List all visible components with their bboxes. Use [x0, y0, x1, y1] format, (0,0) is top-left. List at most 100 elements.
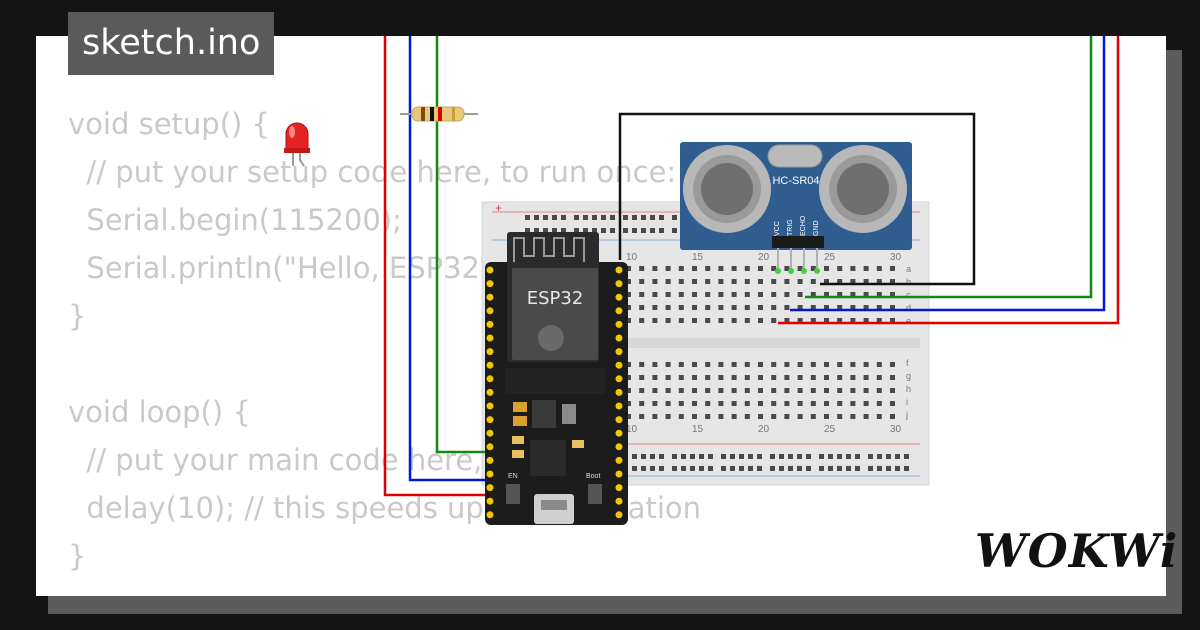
breadboard-hole [652, 292, 658, 297]
breadboard-hole [639, 279, 645, 284]
breadboard-hole [824, 266, 829, 271]
esp32-pin [486, 348, 494, 356]
breadboard-hole [652, 375, 658, 380]
breadboard-hole [758, 375, 763, 380]
sensor-model: HC-SR04 [772, 175, 819, 187]
breadboard-hole [626, 292, 631, 297]
breadboard-hole [731, 279, 737, 284]
breadboard-hole [784, 279, 790, 284]
breadboard-hole [681, 454, 686, 459]
breadboard-hole [705, 414, 711, 419]
breadboard-hole [525, 228, 530, 233]
breadboard-hole [718, 292, 724, 297]
esp32-pin [615, 470, 623, 478]
breadboard-hole [534, 215, 539, 220]
breadboard-hole [665, 401, 671, 406]
breadboard-hole [705, 292, 711, 297]
sensor-pin-label: TRIG [787, 219, 794, 236]
esp32-pin [615, 443, 623, 451]
breadboard-hole [850, 266, 856, 271]
breadboard-hole [574, 215, 579, 220]
breadboard-hole [678, 388, 684, 393]
breadboard-hole [665, 388, 671, 393]
breadboard-hole [758, 414, 763, 419]
breadboard-hole [890, 388, 895, 393]
breadboard-hole [744, 305, 750, 310]
breadboard-hole [652, 318, 658, 323]
breadboard-hole [797, 305, 803, 310]
breadboard-hole [863, 318, 869, 323]
breadboard-hole [690, 454, 695, 459]
breadboard-hole [718, 388, 724, 393]
breadboard-hole [876, 292, 882, 297]
breadboard-hole [639, 318, 645, 323]
green-wire-right [805, 36, 1093, 299]
breadboard-hole [837, 305, 843, 310]
breadboard-hole [552, 228, 557, 233]
breadboard-hole [824, 375, 829, 380]
breadboard-hole [731, 401, 737, 406]
hc-sr04-sensor[interactable]: HC-SR04 VCC TRIG ECHO GND [680, 142, 912, 274]
breadboard-hole [810, 318, 816, 323]
file-tab[interactable]: sketch.ino [68, 12, 275, 75]
esp32-pin [615, 375, 623, 383]
breadboard-hole [824, 279, 829, 284]
esp32-board[interactable]: ESP32 EN Boot [485, 232, 628, 525]
breadboard-hole [863, 266, 869, 271]
breadboard-hole [692, 414, 697, 419]
breadboard-hole [632, 228, 637, 233]
breadboard-hole [824, 292, 829, 297]
column-number: 30 [890, 424, 902, 435]
esp32-pin [486, 443, 494, 451]
espressif-logo-icon [538, 325, 564, 351]
breadboard-hole [837, 292, 843, 297]
breadboard-hole [771, 279, 777, 284]
breadboard-hole [672, 454, 677, 459]
esp32-pin [486, 429, 494, 437]
esp32-pin [615, 361, 623, 369]
column-number: 15 [692, 424, 704, 435]
breadboard-hole [748, 454, 753, 459]
breadboard-hole [890, 292, 895, 297]
breadboard-hole [868, 454, 873, 459]
breadboard-hole [876, 305, 882, 310]
breadboard-hole [632, 215, 637, 220]
breadboard-hole [876, 318, 882, 323]
green-wire-left [435, 36, 490, 454]
breadboard-hole [639, 375, 645, 380]
breadboard-hole [705, 318, 711, 323]
breadboard-hole [525, 215, 530, 220]
breadboard-hole [824, 388, 829, 393]
esp32-pin [486, 416, 494, 424]
esp32-pin [615, 293, 623, 301]
breadboard-hole [771, 375, 777, 380]
esp32-pin [615, 402, 623, 410]
breadboard-hole [904, 454, 909, 459]
breadboard-hole [641, 466, 646, 471]
breadboard-hole [771, 401, 777, 406]
code-editor[interactable]: void setup() { // put your setup code he… [68, 100, 752, 580]
wokwi-logo: WOKWi [975, 524, 1179, 578]
column-number: 10 [626, 424, 638, 435]
code-line: } [68, 299, 87, 333]
column-number: 25 [824, 252, 836, 263]
breadboard-hole [650, 228, 655, 233]
led[interactable] [284, 122, 310, 167]
esp32-pin [486, 334, 494, 342]
breadboard-hole [876, 375, 882, 380]
breadboard-hole [850, 388, 856, 393]
breadboard-hole [610, 215, 615, 220]
breadboard-hole [850, 414, 856, 419]
breadboard-hole [824, 414, 829, 419]
breadboard-hole [665, 305, 671, 310]
esp32-pin [615, 280, 623, 288]
breadboard-hole [788, 454, 793, 459]
esp32-pin [615, 497, 623, 505]
wires[interactable] [383, 36, 1120, 497]
breadboard-hole [895, 454, 900, 459]
resistor[interactable] [400, 106, 478, 122]
breadboard-hole [828, 466, 833, 471]
esp32-pin [486, 456, 494, 464]
en-button [506, 484, 520, 504]
breadboard-hole [810, 266, 816, 271]
